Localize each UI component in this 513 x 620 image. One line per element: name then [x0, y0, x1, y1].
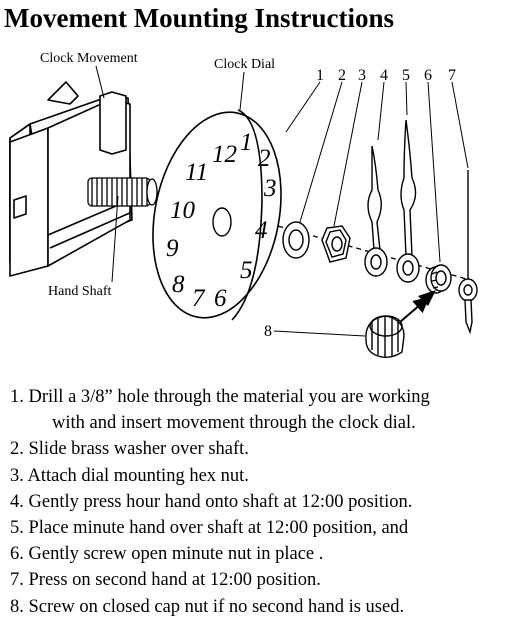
clock-dial [152, 109, 282, 321]
step-1: 1. Drill a 3/8” hole through the materia… [10, 384, 510, 436]
dial-numbers: 12 1 2 3 4 5 6 7 8 9 10 11 [166, 129, 277, 312]
step-4: 4. Gently press hour hand onto shaft at … [10, 491, 413, 512]
step-7: 7. Press on second hand at 12:00 positio… [10, 570, 321, 591]
label-hand-shaft: Hand Shaft [48, 284, 111, 299]
dial-number-10: 10 [170, 197, 196, 224]
dial-number-4: 4 [255, 217, 268, 244]
second-hand [458, 170, 478, 335]
brass-washer [282, 221, 310, 259]
step-1-line-2: with and insert movement through the clo… [52, 413, 416, 434]
part-number-5: 5 [402, 67, 410, 84]
step-8: 8. Screw on closed cap nut if no second … [10, 596, 405, 617]
dial-number-8: 8 [172, 271, 185, 298]
part-number-4: 4 [380, 67, 388, 84]
part-number-7: 7 [448, 67, 456, 84]
step-5: 5. Place minute hand over shaft at 12:00… [10, 518, 409, 539]
step-6: 6. Gently screw open minute nut in place… [10, 544, 324, 565]
part-number-8: 8 [264, 323, 272, 340]
closed-cap-nut [365, 315, 405, 359]
label-clock-movement: Clock Movement [40, 51, 138, 66]
hex-nut [321, 225, 351, 263]
step-2: 2. Slide brass washer over shaft. [10, 439, 249, 460]
minute-hand [396, 119, 420, 283]
dial-number-1: 1 [240, 129, 253, 156]
dial-number-6: 6 [214, 285, 227, 312]
part-number-2: 2 [338, 67, 346, 84]
open-minute-nut [425, 264, 452, 294]
part-number-1: 1 [316, 67, 324, 84]
cap-nut-arrow [399, 296, 430, 323]
exploded-mounting-diagram: 12 1 2 3 4 5 6 7 8 9 10 11 [9, 51, 478, 359]
dial-number-7: 7 [192, 285, 206, 312]
instruction-steps: 1. Drill a 3/8” hole through the materia… [10, 384, 510, 620]
dial-number-12: 12 [212, 141, 237, 168]
hour-hand [364, 145, 388, 277]
dial-number-9: 9 [166, 235, 179, 262]
label-clock-dial: Clock Dial [214, 57, 275, 72]
dial-number-5: 5 [240, 257, 253, 284]
dial-number-3: 3 [263, 175, 277, 202]
dial-number-11: 11 [185, 159, 208, 186]
step-3: 3. Attach dial mounting hex nut. [10, 465, 249, 486]
leader-lines [95, 65, 469, 337]
cap-nut-arrow-head [418, 290, 436, 306]
part-number-6: 6 [424, 67, 432, 84]
dial-number-2: 2 [258, 145, 271, 172]
step-1-line-1: 1. Drill a 3/8” hole through the materia… [10, 387, 430, 407]
page-title: Movement Mounting Instructions [4, 3, 394, 33]
part-number-3: 3 [358, 67, 366, 84]
part-numbers: 1 2 3 4 5 6 7 8 [264, 67, 456, 340]
